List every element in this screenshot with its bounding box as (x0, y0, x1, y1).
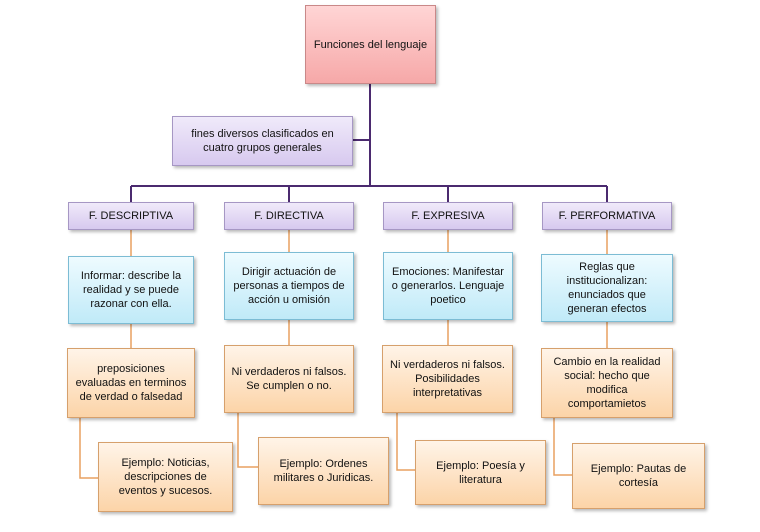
category-label: F. PERFORMATIVA (558, 210, 656, 222)
definition-performativa: Reglas que institucionalizan: enunciados… (541, 254, 673, 322)
category-label: F. DESCRIPTIVA (88, 210, 174, 222)
example-performativa: Ejemplo: Pautas de cortesía (572, 443, 705, 509)
subtitle-node: fines diversos clasificados en cuatro gr… (172, 116, 353, 166)
definition-label: Dirigir actuación de personas a tiempos … (233, 266, 345, 306)
definition-label: Informar: describe la realidad y se pued… (80, 270, 182, 310)
example-descriptiva: Ejemplo: Noticias, descripciones de even… (98, 442, 233, 512)
condition-directiva: Ni verdaderos ni falsos. Se cumplen o no… (224, 345, 354, 413)
category-label: F. EXPRESIVA (411, 210, 485, 222)
subtitle-label: fines diversos clasificados en cuatro gr… (191, 128, 334, 154)
definition-directiva: Dirigir actuación de personas a tiempos … (224, 252, 354, 320)
condition-performativa: Cambio en la realidad social: hecho que … (541, 348, 673, 418)
category-descriptiva: F. DESCRIPTIVA (68, 202, 194, 230)
category-expresiva: F. EXPRESIVA (383, 202, 513, 230)
condition-descriptiva: preposiciones evaluadas en terminos de v… (67, 348, 195, 418)
condition-label: Ni verdaderos ni falsos. Se cumplen o no… (231, 366, 347, 392)
definition-descriptiva: Informar: describe la realidad y se pued… (68, 256, 194, 324)
category-performativa: F. PERFORMATIVA (542, 202, 672, 230)
definition-label: Emociones: Manifestar o generarlos. Leng… (391, 266, 505, 306)
category-directiva: F. DIRECTIVA (224, 202, 354, 230)
root-node: Funciones del lenguaje (305, 5, 436, 84)
example-label: Ejemplo: Pautas de cortesía (590, 463, 687, 489)
category-label: F. DIRECTIVA (254, 210, 324, 222)
condition-expresiva: Ni verdaderos ni falsos. Posibilidades i… (382, 345, 513, 413)
definition-label: Reglas que institucionalizan: enunciados… (566, 261, 648, 315)
condition-label: Ni verdaderos ni falsos. Posibilidades i… (390, 359, 505, 399)
example-label: Ejemplo: Ordenes militares o Juridicas. (273, 458, 374, 484)
example-expresiva: Ejemplo: Poesía y literatura (415, 440, 546, 505)
example-label: Ejemplo: Noticias, descripciones de even… (118, 457, 213, 497)
example-directiva: Ejemplo: Ordenes militares o Juridicas. (258, 437, 389, 505)
root-label: Funciones del lenguaje (313, 38, 428, 51)
definition-expresiva: Emociones: Manifestar o generarlos. Leng… (383, 252, 513, 320)
example-label: Ejemplo: Poesía y literatura (436, 459, 525, 486)
condition-label: Cambio en la realidad social: hecho que … (553, 356, 661, 410)
condition-label: preposiciones evaluadas en terminos de v… (75, 363, 187, 403)
